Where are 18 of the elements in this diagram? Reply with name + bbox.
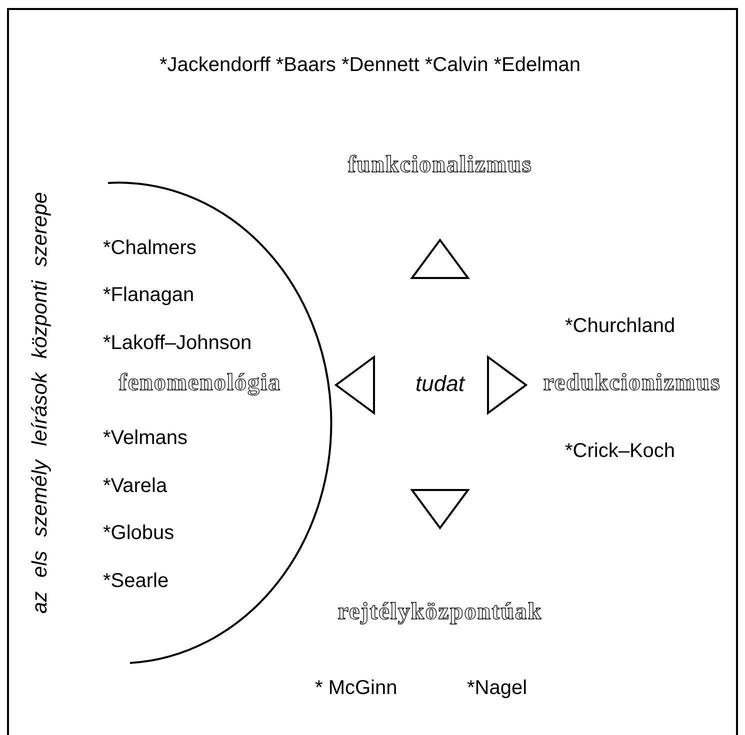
category-heading: rejtélyközpontúak bbox=[315, 597, 565, 627]
author-name: *Crick–Koch bbox=[565, 439, 676, 464]
author-name: *Lakoff–Johnson bbox=[103, 331, 253, 356]
vertical-caption: az els személy leírások központi szerepe bbox=[27, 190, 52, 616]
category-heading: redukcionizmus bbox=[528, 368, 736, 398]
author-name: * McGinn bbox=[315, 676, 398, 701]
author-name: *Velmans bbox=[103, 426, 188, 451]
author-name: *Jackendorff *Baars *Dennett *Calvin *Edelman bbox=[158, 53, 582, 78]
author-name: *Globus bbox=[103, 521, 176, 546]
author-name: *Churchland bbox=[565, 314, 676, 339]
category-heading: fenomenológia bbox=[100, 368, 300, 398]
center-term: tudat bbox=[405, 368, 475, 398]
author-name: *Chalmers bbox=[103, 236, 198, 261]
author-name: *Flanagan bbox=[103, 283, 196, 308]
author-name: *Varela bbox=[103, 474, 168, 499]
author-name: *Nagel bbox=[467, 676, 528, 701]
author-name: *Searle bbox=[103, 569, 170, 594]
category-heading: funkcionalizmus bbox=[330, 150, 550, 180]
